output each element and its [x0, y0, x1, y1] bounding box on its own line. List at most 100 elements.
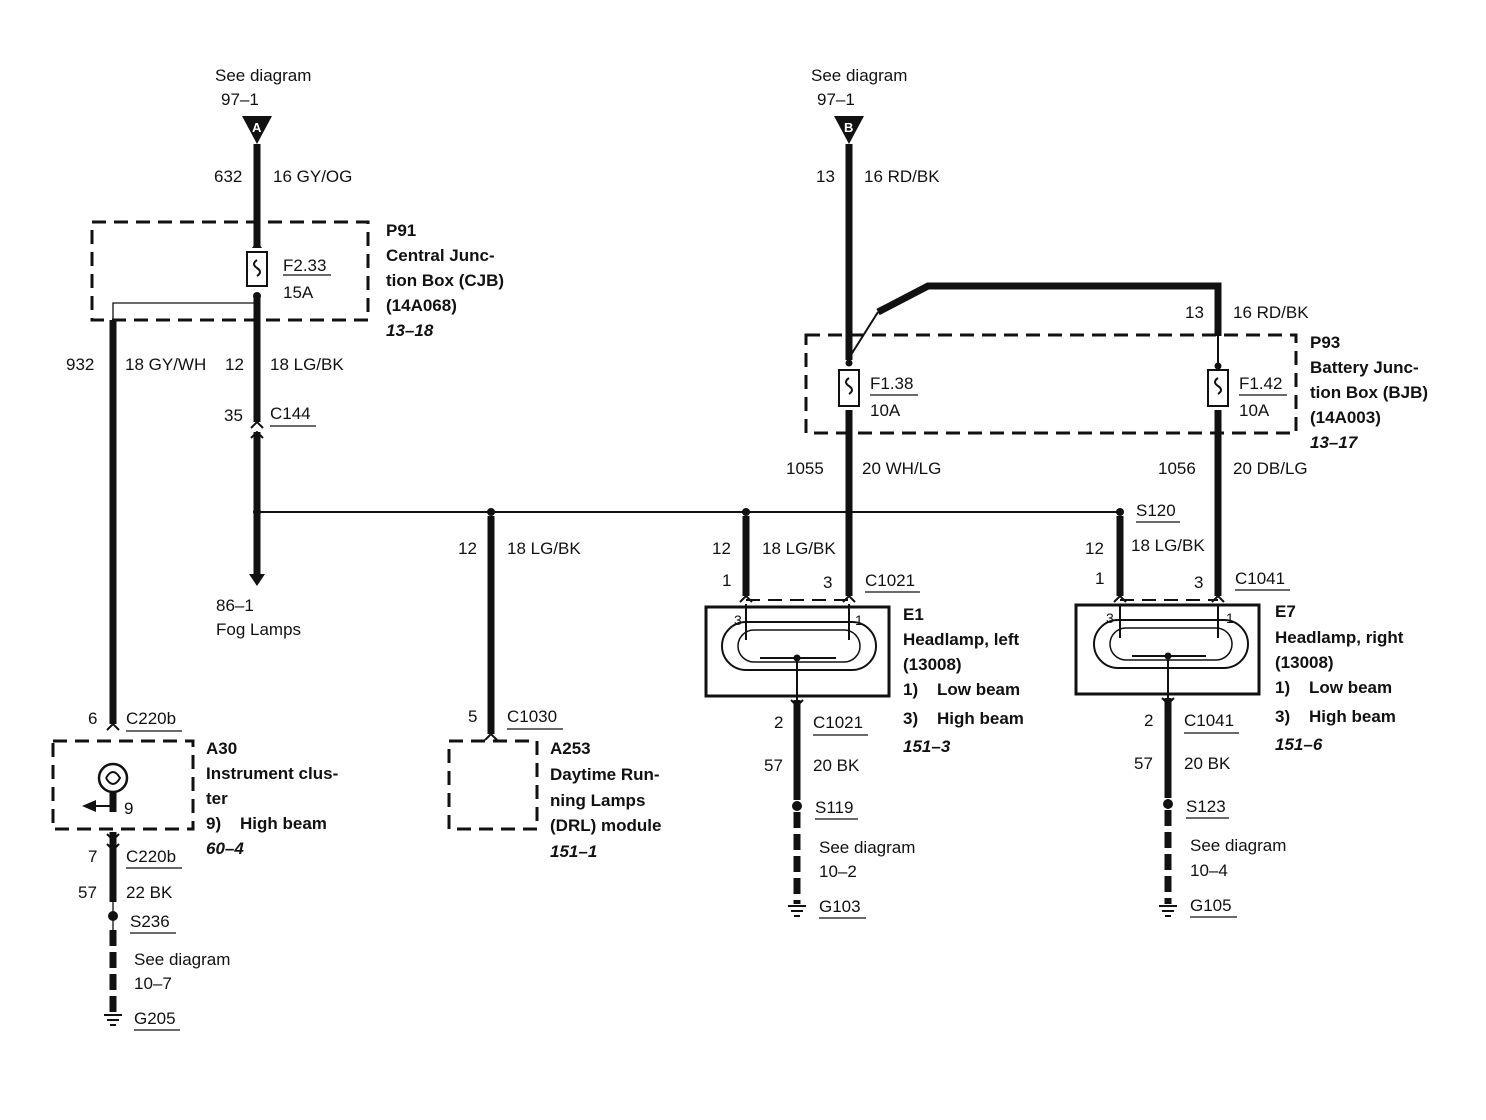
ground-arrow-icon: [82, 800, 96, 812]
p93-part: (14A003): [1310, 408, 1381, 427]
p93-rating-right: 10A: [1239, 401, 1270, 420]
e7-item1: Low beam: [1309, 678, 1392, 697]
e1-part: (13008): [903, 655, 962, 674]
e1-pin-b: 3: [823, 573, 832, 592]
p91-name-line2: tion Box (CJB): [386, 271, 504, 290]
w12-left-gauge: 18 LG/BK: [762, 539, 836, 558]
w13b-gauge: 16 RD/BK: [1233, 303, 1309, 322]
ref-a-see-label: See diagram: [215, 66, 311, 85]
w57-right-gauge: 20 BK: [1184, 754, 1231, 773]
a30-inner-pin: 9: [124, 799, 133, 818]
w13-gauge: 16 RD/BK: [864, 167, 940, 186]
e1-inner-left-pin: 3: [734, 612, 742, 628]
fog-ref: 86–1: [216, 596, 254, 615]
ground-g105-icon: [1159, 905, 1177, 917]
p93-fuse-right: F1.42: [1239, 374, 1282, 393]
p91-central-junction-box: F2.33 15A P91 Central Junc- tion Box (CJ…: [90, 220, 504, 340]
w57-left-circuit: 57: [764, 756, 783, 775]
e7-conn: C1041: [1235, 569, 1285, 588]
e1-see-num: 10–2: [819, 862, 857, 881]
w932-gauge: 18 GY/WH: [125, 355, 206, 374]
a30-see: See diagram: [134, 950, 230, 969]
reference-b: See diagram 97–1 B: [811, 66, 907, 144]
e1-id: E1: [903, 605, 924, 624]
c144-name: C144: [270, 404, 311, 423]
e7-gnd-pin: 2: [1144, 711, 1153, 730]
e7-see-num: 10–4: [1190, 861, 1228, 880]
ref-b-see-label: See diagram: [811, 66, 907, 85]
wires-left: [109, 144, 265, 1014]
e7-item1-num: 1): [1275, 678, 1290, 697]
a253-ref: 151–1: [550, 842, 597, 861]
w13b-circuit: 13: [1185, 303, 1204, 322]
a253-conn: C1030: [507, 707, 557, 726]
p91-name-line1: Central Junc-: [386, 246, 495, 265]
e1-item1: Low beam: [937, 680, 1020, 699]
e1-gnd-pin: 2: [774, 713, 783, 732]
a30-conn-bot-pin: 7: [88, 847, 97, 866]
w57-cluster-circuit: 57: [78, 883, 97, 902]
w57-right-circuit: 57: [1134, 754, 1153, 773]
fog-label: Fog Lamps: [216, 620, 301, 639]
w13-circuit: 13: [816, 167, 835, 186]
a30-splice: S236: [130, 912, 170, 931]
a253-drl-module: 12 18 LG/BK 5 C1030 A253 Daytime Run- ni…: [447, 508, 661, 861]
e1-splice: S119: [815, 798, 853, 817]
ref-a-letter: A: [252, 120, 262, 135]
p91-ref: 13–18: [386, 321, 434, 340]
e7-pin-b: 3: [1194, 573, 1203, 592]
e7-splice: S123: [1186, 797, 1226, 816]
fuse-f1-38-icon: [838, 369, 860, 407]
e1-see: See diagram: [819, 838, 915, 857]
splice-s120: S120: [1136, 501, 1176, 520]
a30-name-line1: Instrument clus-: [206, 764, 338, 783]
p93-battery-junction-box: F1.38 10A F1.42 10A P93 Battery Junc- ti…: [804, 333, 1428, 452]
p91-id: P91: [386, 221, 416, 240]
a30-instrument-cluster: 6 C220b 9 A30 Instrument clus- ter 9) Hi…: [51, 709, 338, 1031]
high-beam-indicator-lamp-icon: [97, 762, 129, 794]
a30-conn-bot: C220b: [126, 847, 176, 866]
e1-conn: C1021: [865, 571, 915, 590]
a253-name-line2: ning Lamps: [550, 791, 645, 810]
e7-id: E7: [1275, 602, 1296, 621]
e7-gnd-conn: C1041: [1184, 711, 1234, 730]
a253-conn-pin: 5: [468, 707, 477, 726]
a30-ground: G205: [134, 1009, 176, 1028]
w632-gauge: 16 GY/OG: [273, 167, 352, 186]
w1056-gauge: 20 DB/LG: [1233, 459, 1308, 478]
e1-item1-num: 1): [903, 680, 918, 699]
p93-ref: 13–17: [1310, 433, 1359, 452]
e1-gnd-conn: C1021: [813, 713, 863, 732]
e7-pin-a: 1: [1095, 569, 1104, 588]
e7-inner-left-pin: 3: [1106, 610, 1114, 626]
wires-right: [845, 144, 1222, 596]
connector-b-triangle-icon: [834, 116, 864, 144]
w12-drl-circuit: 12: [458, 539, 477, 558]
a30-pin-item: 9): [206, 814, 221, 833]
a253-id: A253: [550, 739, 591, 758]
ground-g205-icon: [104, 1014, 122, 1026]
w12-right-gauge: 18 LG/BK: [1131, 536, 1205, 555]
e7-part: (13008): [1275, 653, 1334, 672]
w1055-circuit: 1055: [786, 459, 824, 478]
w57-left-gauge: 20 BK: [813, 756, 860, 775]
e7-see: See diagram: [1190, 836, 1286, 855]
p91-part: (14A068): [386, 296, 457, 315]
c144-pin: 35: [224, 406, 243, 425]
w632-circuit: 632: [214, 167, 242, 186]
e1-item3-num: 3): [903, 709, 918, 728]
headlamp-bulb-right-icon: [1093, 619, 1249, 669]
e1-pin-a: 1: [722, 571, 731, 590]
w1055-gauge: 20 WH/LG: [862, 459, 941, 478]
fuse-f1-42-icon: [1207, 369, 1229, 407]
e7-item3: High beam: [1309, 707, 1396, 726]
e1-headlamp-left: 12 18 LG/BK 1 3 C1021 3 1 E1 Headlamp, l…: [704, 508, 1024, 919]
w12a-circuit: 12: [225, 355, 244, 374]
e7-ref: 151–6: [1275, 735, 1323, 754]
ref-b-letter: B: [844, 120, 853, 135]
c144-connector: 35 C144: [224, 404, 316, 439]
w12-left-circuit: 12: [712, 539, 731, 558]
p93-name-line1: Battery Junc-: [1310, 358, 1419, 377]
ref-a-number: 97–1: [221, 90, 259, 109]
